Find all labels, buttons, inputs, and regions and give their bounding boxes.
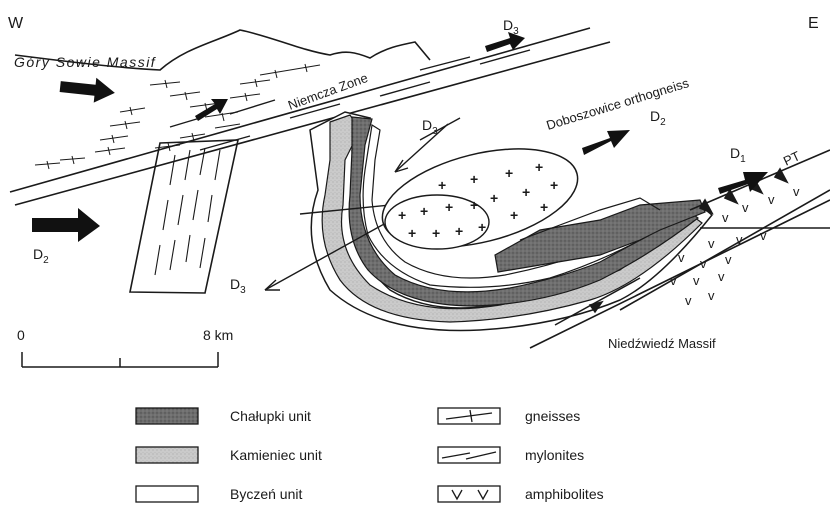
svg-text:v: v [768,192,775,207]
legend-swatch-byczen [136,486,198,502]
d2-right-arrow [582,130,630,155]
svg-text:+: + [398,207,406,223]
svg-text:v: v [708,236,715,251]
niedzwiedz-label: Niedźwiedź Massif [608,336,716,351]
legend-right: gneisses mylonites amphibolites [438,408,604,502]
east-label: E [808,15,819,32]
svg-text:+: + [540,199,548,215]
scale-start: 0 [17,327,25,343]
d2-left-arrow [32,208,100,242]
amphibolite-symbol [438,486,500,502]
svg-text:+: + [438,177,446,193]
svg-text:+: + [420,203,428,219]
svg-text:v: v [760,228,767,243]
svg-text:+: + [478,219,486,235]
legend-label-amphibolites: amphibolites [525,486,604,502]
svg-text:+: + [470,197,478,213]
svg-text:+: + [535,159,543,175]
d1-label: D1 [730,145,746,165]
svg-text:v: v [793,184,800,199]
d2-right-label: D2 [650,108,666,128]
svg-text:v: v [700,256,707,271]
gory-sowie-label: Góry Sowie Massif [14,54,157,70]
svg-text:v: v [678,250,685,265]
svg-text:v: v [722,210,729,225]
d3-top-arrow [485,32,525,52]
legend-swatch-kamieniec [136,447,198,463]
svg-text:+: + [490,190,498,206]
west-label: W [8,15,24,32]
vertical-mylonite-block [130,140,238,293]
svg-text:v: v [718,269,725,284]
pt-label: PT [781,148,802,169]
svg-text:+: + [505,165,513,181]
scale-bar [22,352,218,367]
doboszowice-label: Doboszowice orthogneiss [544,75,691,133]
svg-text:+: + [408,225,416,241]
svg-text:v: v [736,232,743,247]
svg-text:+: + [510,207,518,223]
svg-text:v: v [708,288,715,303]
d2-left-label: D2 [33,246,49,266]
svg-text:+: + [470,171,478,187]
svg-text:+: + [550,177,558,193]
svg-text:v: v [670,273,677,288]
scale-end: 8 km [203,327,233,343]
gory-sowie-arrow [59,74,116,105]
svg-text:+: + [522,184,530,200]
legend-label-chalupki: Chałupki unit [230,408,311,424]
svg-text:v: v [685,293,692,308]
legend-swatch-chalupki [136,408,198,424]
svg-text:+: + [455,223,463,239]
svg-text:v: v [742,200,749,215]
legend-left: Chałupki unit Kamieniec unit Byczeń unit [136,408,322,502]
legend-label-gneisses: gneisses [525,408,580,424]
legend-label-kamieniec: Kamieniec unit [230,447,322,463]
svg-text:+: + [445,199,453,215]
mylonite-symbol [438,447,500,463]
legend-label-mylonites: mylonites [525,447,584,463]
niemcza-zone-label: Niemcza Zone [286,70,370,113]
svg-text:v: v [693,273,700,288]
svg-text:v: v [725,252,732,267]
legend-label-byczen: Byczeń unit [230,486,302,502]
gneiss-symbol [438,408,500,424]
d3-low-label: D3 [230,276,246,296]
svg-text:+: + [432,225,440,241]
